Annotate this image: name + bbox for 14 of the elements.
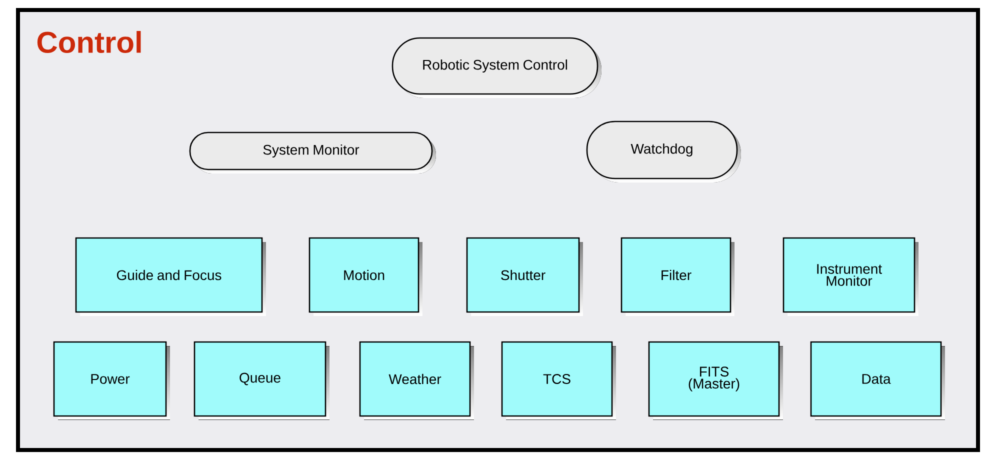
process-box: Power [53, 341, 170, 420]
process-box: Data [810, 341, 945, 420]
process-box: Guide and Focus [75, 237, 266, 316]
rounded-box: Watchdog [586, 120, 741, 182]
process-box: Shutter [466, 237, 583, 316]
process-box: TCS [501, 341, 616, 420]
process-box: Queue [194, 341, 330, 420]
process-box: Filter [620, 237, 734, 316]
process-box: Motion [308, 237, 422, 316]
process-box: FITS (Master) [648, 341, 783, 420]
process-box: Instrument Monitor [782, 237, 918, 316]
process-box: Weather [359, 341, 474, 420]
rounded-box: Robotic System Control [392, 37, 602, 98]
rounded-box: System Monitor [189, 132, 436, 174]
